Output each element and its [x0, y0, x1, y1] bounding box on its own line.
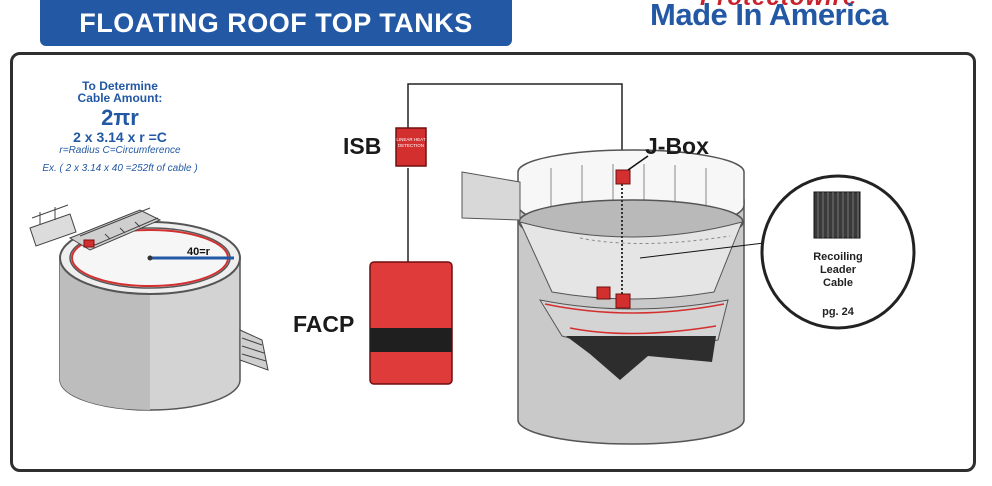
formula-heading-2: Cable Amount: [77, 91, 163, 105]
jbox-label: J-Box [645, 133, 709, 159]
facp-label: FACP [293, 311, 355, 337]
detector-icon [83, 239, 95, 248]
coil-callout [760, 174, 916, 330]
left-tank [29, 204, 269, 411]
formula-symbol: 2πr [101, 105, 139, 130]
formula-block: To Determine Cable Amount: 2πr 2 x 3.14 … [20, 80, 220, 175]
radius-label: 40=r [187, 246, 211, 258]
right-tank [461, 149, 773, 445]
coil-label: Recoiling Leader Cable [790, 251, 886, 290]
coil-label-2: Leader [819, 264, 857, 276]
stair-icon [239, 329, 269, 371]
coil-label-3: Cable [823, 277, 853, 289]
formula-heading-1: To Determine [82, 79, 158, 93]
formula-equation: 2 x 3.14 x r =C [73, 129, 167, 145]
isb-box-text-2: DETECTION [398, 143, 424, 148]
detector-icon [615, 169, 631, 185]
page-title: FLOATING ROOF TOP TANKS [40, 0, 512, 46]
coil-icon [813, 191, 861, 239]
brand-tagline: Made In America [650, 0, 888, 32]
formula-example: Ex. ( 2 x 3.14 x 40 =252ft of cable ) [42, 163, 198, 174]
coil-page-ref: pg. 24 [822, 306, 854, 318]
isb-box-text-1: LINEAR HEAT [396, 137, 425, 142]
isb-label: ISB [343, 133, 382, 159]
formula-legend: r=Radius C=Circumference [59, 145, 181, 156]
facp-panel [369, 261, 453, 385]
isb-box [395, 127, 427, 167]
coil-label-1: Recoiling [813, 251, 863, 263]
brand-logo-top: Protectowire [700, 0, 857, 12]
